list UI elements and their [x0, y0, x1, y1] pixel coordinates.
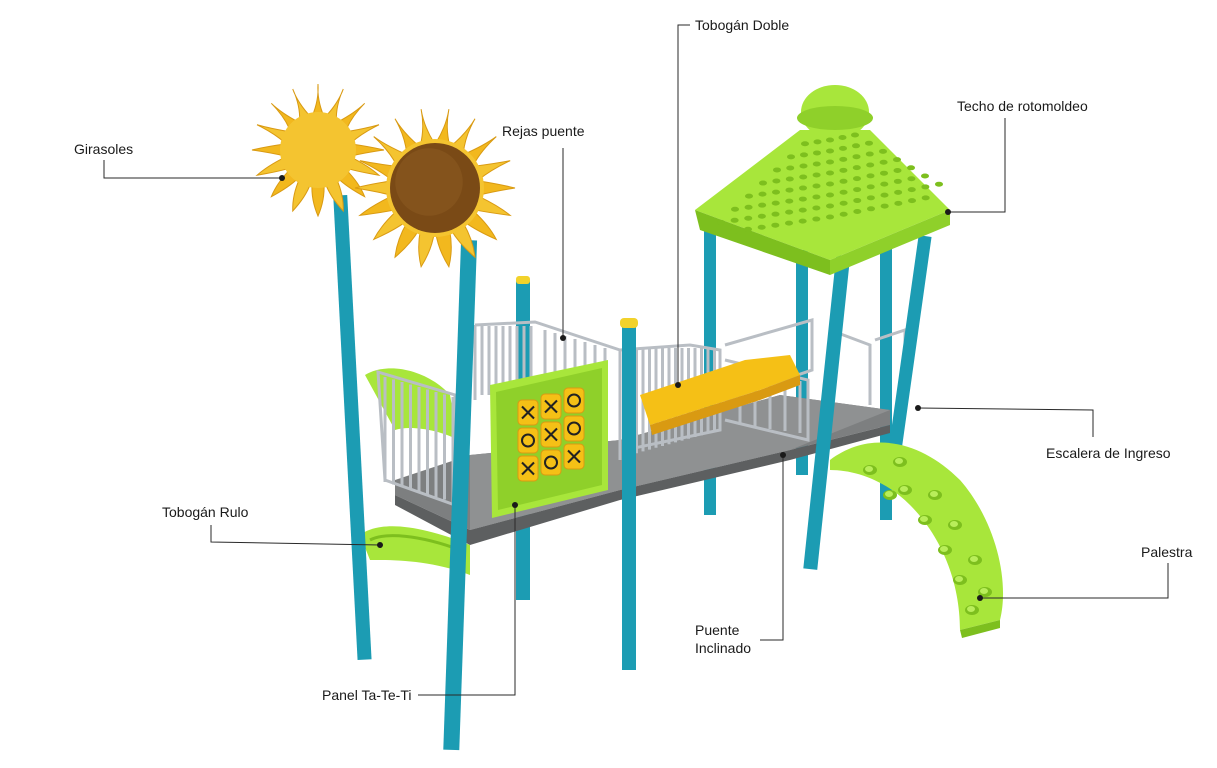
callout-line-tobogan-doble: [677, 24, 690, 385]
label-panel: Panel Ta-Te-Ti: [322, 687, 412, 703]
label-tobogan-rulo: Tobogán Rulo: [162, 504, 249, 520]
label-palestra: Palestra: [1141, 544, 1193, 560]
callout-line-girasoles: [103, 160, 282, 179]
label-escalera: Escalera de Ingreso: [1046, 445, 1171, 461]
front-posts: [333, 194, 932, 751]
techo-rotomoldeo: [695, 85, 950, 275]
callout-line-tobogan-rulo: [210, 525, 381, 546]
label-tobogan-doble: Tobogán Doble: [695, 17, 790, 33]
callout-line-techo: [948, 118, 1006, 213]
callout-line-escalera: [917, 407, 1094, 437]
label-puente-inclinado: Puente Inclinado: [695, 622, 752, 656]
label-techo: Techo de rotomoldeo: [957, 98, 1088, 114]
callout-line-puente-inclinado: [760, 455, 784, 641]
girasoles: [251, 83, 516, 269]
palestra: [830, 442, 1004, 638]
callout-line-panel: [418, 505, 516, 696]
label-girasoles: Girasoles: [74, 141, 134, 157]
tobogan-doble-slide: [640, 355, 800, 435]
callout-dots: [279, 175, 983, 601]
callout-lines: [103, 24, 1169, 696]
panel-ta-te-ti: [490, 360, 608, 518]
callout-line-palestra: [980, 563, 1169, 599]
label-rejas-puente: Rejas puente: [502, 123, 585, 139]
